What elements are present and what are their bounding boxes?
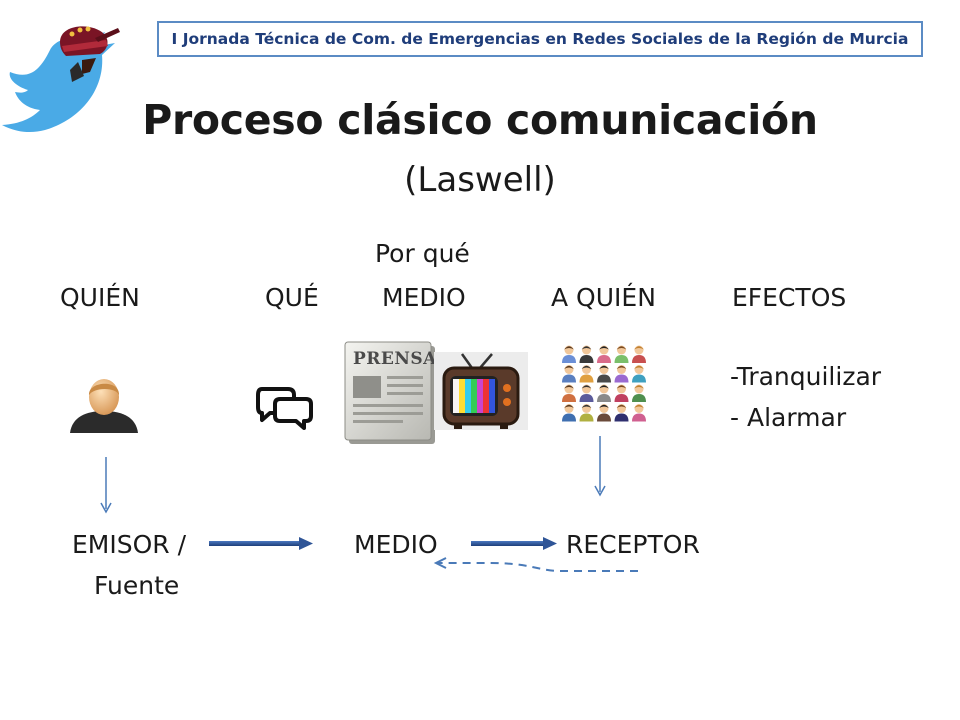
arrow-medium-to-receiver: [471, 537, 557, 550]
newspaper-label: PRENSA: [353, 349, 437, 369]
person-icon: [579, 345, 594, 363]
slide-subtitle: (Laswell): [404, 160, 556, 200]
person-icon: [562, 345, 576, 363]
person-icon: [614, 345, 629, 363]
person-icon: [562, 384, 576, 402]
effect-item-alarm: - Alarmar: [730, 403, 847, 432]
people-grid-icon: [562, 345, 646, 422]
header-what: QUÉ: [265, 283, 319, 312]
event-banner: I Jornada Técnica de Com. de Emergencias…: [157, 21, 923, 57]
arrow-sender-to-medium: [209, 537, 313, 550]
person-icon: [614, 384, 629, 402]
person-icon: [614, 365, 629, 383]
person-icon: [632, 384, 646, 402]
header-medium: MEDIO: [382, 283, 466, 312]
person-icon: [597, 404, 611, 422]
slide-title: Proceso clásico comunicación: [142, 96, 818, 144]
person-icon: [579, 384, 594, 402]
person-icon: [632, 345, 646, 363]
person-icon: [632, 404, 646, 422]
speech-bubbles-icon: [256, 387, 313, 430]
flow-receiver: RECEPTOR: [566, 530, 700, 559]
header-to-whom: A QUIÉN: [551, 283, 656, 312]
event-banner-text: I Jornada Técnica de Com. de Emergencias…: [171, 30, 909, 48]
effect-item-calm: -Tranquilizar: [730, 362, 882, 391]
person-icon: [597, 365, 611, 383]
flow-medium: MEDIO: [354, 530, 438, 559]
person-icon: [597, 345, 611, 363]
flow-sender-line2: Fuente: [94, 571, 180, 600]
person-icon: [562, 404, 576, 422]
down-arrow-emisor: [100, 457, 112, 514]
flow-sender: EMISOR /: [72, 530, 187, 559]
label-why: Por qué: [375, 239, 470, 268]
person-icon: [597, 384, 611, 402]
header-who: QUIÉN: [60, 283, 140, 312]
person-icon: [614, 404, 629, 422]
down-arrow-receptor: [594, 436, 606, 497]
person-icon: [579, 404, 594, 422]
header-effects: EFECTOS: [732, 283, 847, 312]
person-icon: [579, 365, 594, 383]
television-icon: [434, 352, 528, 430]
feedback-dashed-arrow: [433, 557, 638, 572]
person-icon: [562, 365, 576, 383]
newspaper-icon: PRENSA: [343, 340, 438, 446]
person-icon: [632, 365, 646, 383]
twitter-bird-helmet-icon: [2, 26, 120, 133]
user-icon: [70, 379, 138, 433]
